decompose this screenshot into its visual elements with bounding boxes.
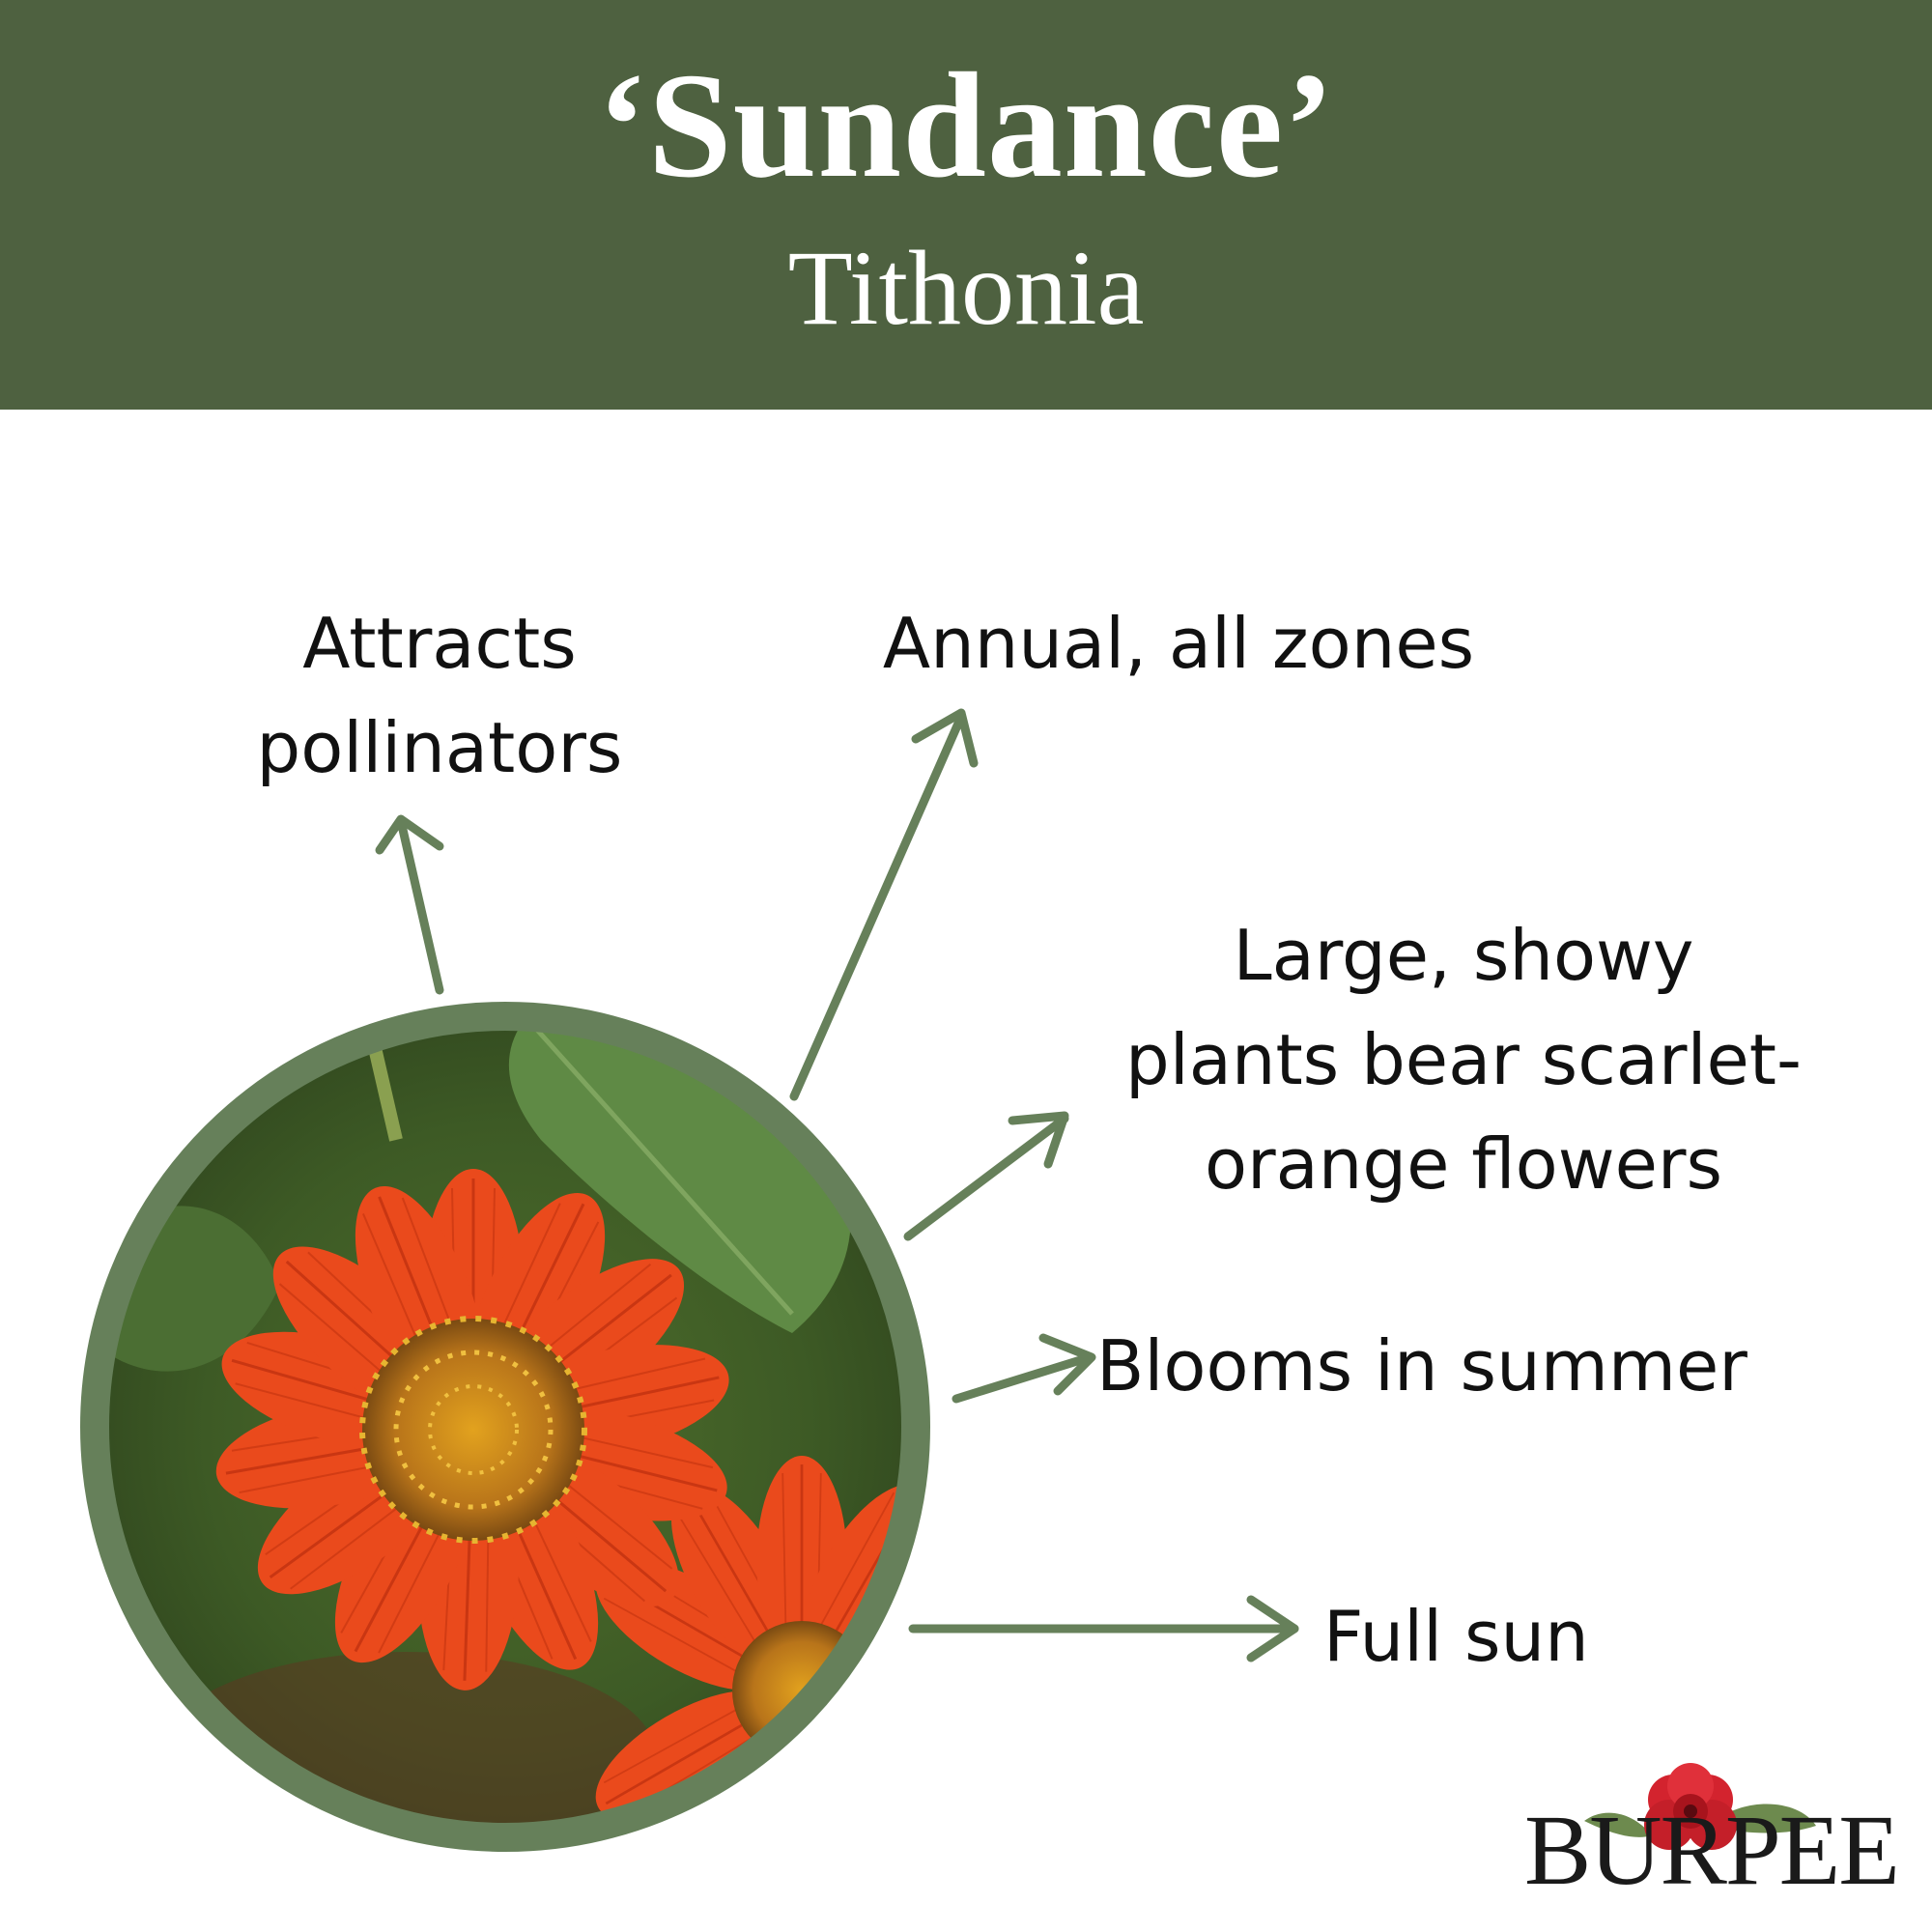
feature-line: Attracts bbox=[302, 603, 577, 684]
brand-wordmark: BURPEE bbox=[1524, 1795, 1900, 1906]
feature-line: plants bear scarlet- bbox=[1124, 1019, 1803, 1100]
feature-line: Blooms in summer bbox=[1096, 1325, 1747, 1406]
arrows bbox=[375, 708, 1299, 1662]
feature-sun: Full sun bbox=[1323, 1584, 1710, 1689]
feature-line: orange flowers bbox=[1205, 1123, 1722, 1205]
feature-line: pollinators bbox=[256, 707, 623, 788]
rose-icon bbox=[1584, 1763, 1816, 1850]
arrow-pollinators bbox=[396, 816, 444, 995]
page-title: ‘Sundance’ bbox=[596, 42, 1336, 209]
photo-frame bbox=[80, 1002, 930, 1852]
page-subtitle: Tithonia bbox=[787, 229, 1145, 347]
feature-annual: Annual, all zones bbox=[831, 591, 1526, 696]
header-banner: ‘Sundance’ Tithonia bbox=[0, 0, 1932, 410]
arrow-annual bbox=[789, 712, 966, 1101]
feature-line: Annual, all zones bbox=[882, 603, 1475, 684]
flower-photo bbox=[80, 1002, 930, 1852]
burpee-logo: BURPEE bbox=[1507, 1758, 1900, 1922]
feature-line: Full sun bbox=[1323, 1596, 1589, 1677]
feature-pollinators: Attracts pollinators bbox=[174, 591, 705, 800]
feature-line: Large, showy bbox=[1233, 915, 1694, 996]
arrow-summer bbox=[952, 1352, 1094, 1404]
feature-blooms: Blooms in summer bbox=[1096, 1314, 1860, 1418]
feature-flowers: Large, showy plants bear scarlet- orange… bbox=[1072, 903, 1855, 1216]
arrow-flowers bbox=[903, 1114, 1069, 1241]
